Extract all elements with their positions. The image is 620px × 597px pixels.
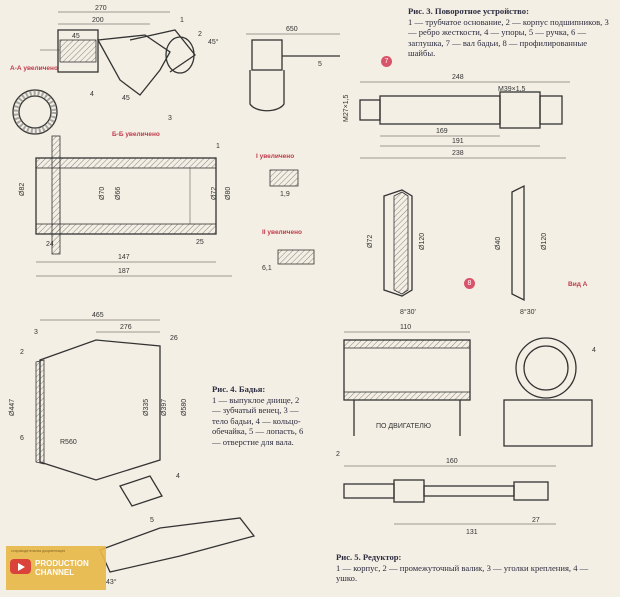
svg-text:2: 2: [336, 451, 340, 458]
view-a-label: Вид А: [568, 281, 588, 288]
dim-40: Ø40: [495, 237, 502, 250]
svg-text:4: 4: [592, 347, 596, 354]
label-bb: Б-Б увеличено: [112, 131, 160, 138]
fig3-title: Рис. 3. Поворотное устройство:: [408, 6, 529, 16]
dim-80: Ø80: [225, 187, 232, 200]
to-motor-label: ПО ДВИГАТЕЛЮ: [376, 423, 431, 430]
svg-text:4: 4: [90, 91, 94, 98]
dim-270: 270: [95, 5, 107, 12]
profiled-washers: Ø72 Ø120 Ø40 Ø120 8°30' 8°30': [367, 184, 548, 316]
fig5-caption: Рис. 5. Редуктор: 1 — корпус, 2 — промеж…: [336, 552, 608, 584]
dim-45b: 45: [122, 95, 130, 102]
dim-465: 465: [92, 312, 104, 319]
aa-section-ring: [12, 89, 58, 135]
dim-43: 43°: [106, 578, 117, 586]
fig3-caption: Рис. 3. Поворотное устройство: 1 — трубч…: [408, 6, 613, 59]
dim-8-30a: 8°30': [400, 308, 416, 316]
svg-text:1: 1: [180, 17, 184, 24]
dim-238: 238: [452, 150, 464, 157]
channel-name: PRODUCTION CHANNEL: [35, 559, 89, 577]
dim-120a: Ø120: [419, 233, 426, 250]
svg-text:6,1: 6,1: [262, 265, 272, 272]
fig3-legend: 1 — трубчатое основание, 2 — корпус подш…: [408, 16, 609, 59]
m27: М27×1,5: [343, 94, 350, 122]
callout-badge-7: 7: [381, 56, 392, 67]
svg-text:2: 2: [198, 31, 202, 38]
dim-110: 110: [400, 324, 411, 331]
play-icon: [10, 559, 31, 574]
svg-text:2: 2: [20, 349, 24, 356]
dim-82: Ø82: [19, 183, 26, 196]
dim-45a: 45: [72, 33, 80, 40]
dim-24: 24: [46, 241, 54, 248]
fig3-shaft: 248 М39×1,5 М27×1,5 169 191 238: [343, 74, 570, 159]
dim-191: 191: [452, 138, 464, 145]
fig4-legend: 1 — выпуклое днище, 2 — зубчатый венец, …: [212, 394, 304, 447]
fig5-reducer: 110 ПО ДВИГАТЕЛЮ Вид А 4: [343, 281, 596, 447]
watermark-note: сопроводительная документация: [11, 549, 66, 553]
svg-text:6: 6: [20, 435, 24, 442]
dim-131: 131: [466, 529, 478, 536]
dim-276: 276: [120, 324, 132, 331]
dim-248: 248: [452, 74, 464, 81]
bucket-blade: 5 43°: [99, 517, 256, 586]
fig4-caption: Рис. 4. Бадья: 1 — выпуклое днище, 2 — з…: [212, 384, 308, 448]
dim-160: 160: [446, 458, 458, 465]
svg-text:5: 5: [150, 517, 154, 524]
dim-66: Ø66: [115, 187, 122, 200]
label-aa: А-А увеличено: [10, 65, 58, 72]
dim-200: 200: [92, 17, 104, 24]
detail-i: I увеличено 1,9: [256, 153, 299, 198]
dim-72: Ø72: [211, 187, 218, 200]
dim-27: 27: [532, 517, 540, 524]
fig5-title: Рис. 5. Редуктор:: [336, 552, 402, 562]
callout-badge-8: 8: [464, 278, 475, 289]
bb-section-tube: Б-Б увеличено Ø82 Ø70 Ø66 Ø72 Ø80 24 25 …: [19, 131, 232, 277]
svg-text:1,9: 1,9: [280, 191, 290, 198]
handle-view: 650 5: [246, 26, 340, 112]
fig4-title: Рис. 4. Бадья:: [212, 384, 266, 394]
dim-169: 169: [436, 128, 448, 135]
svg-text:5: 5: [318, 61, 322, 68]
label-i: I увеличено: [256, 153, 294, 160]
fig5-legend: 1 — корпус, 2 — промежуточный валик, 3 —…: [336, 562, 589, 584]
svg-text:4: 4: [176, 473, 180, 480]
swivel-top-view: 270 200 45 45 45° А-А увеличено 1 2 4 3: [10, 5, 219, 122]
svg-text:3: 3: [34, 329, 38, 336]
dim-147: 147: [118, 254, 130, 261]
dim-397: Ø397: [161, 399, 168, 416]
dim-650: 650: [286, 26, 298, 33]
dim-26: 26: [170, 335, 178, 342]
dim-8-30b: 8°30': [520, 308, 536, 316]
fig4-bucket: 465 276 26 Ø447 Ø580 Ø335 Ø397 R560 3 2 6…: [9, 312, 188, 507]
dim-70: Ø70: [99, 187, 106, 200]
svg-text:1: 1: [216, 143, 220, 150]
dim-25: 25: [196, 239, 204, 246]
m39: М39×1,5: [498, 86, 526, 93]
label-ii: II увеличено: [262, 229, 302, 236]
production-channel-watermark: сопроводительная документация PRODUCTION…: [6, 546, 106, 590]
dim-335: Ø335: [143, 399, 150, 416]
detail-ii: II увеличено 6,1: [262, 229, 315, 272]
dim-187: 187: [118, 268, 130, 275]
dim-45deg: 45°: [208, 38, 219, 46]
svg-text:3: 3: [168, 115, 172, 122]
dim-120b: Ø120: [541, 233, 548, 250]
dim-580: Ø580: [181, 399, 188, 416]
intermediate-shaft: 160 131 27 2: [336, 451, 556, 536]
r560: R560: [60, 439, 77, 446]
dim-447: Ø447: [9, 399, 16, 416]
dim-72b: Ø72: [367, 235, 374, 248]
